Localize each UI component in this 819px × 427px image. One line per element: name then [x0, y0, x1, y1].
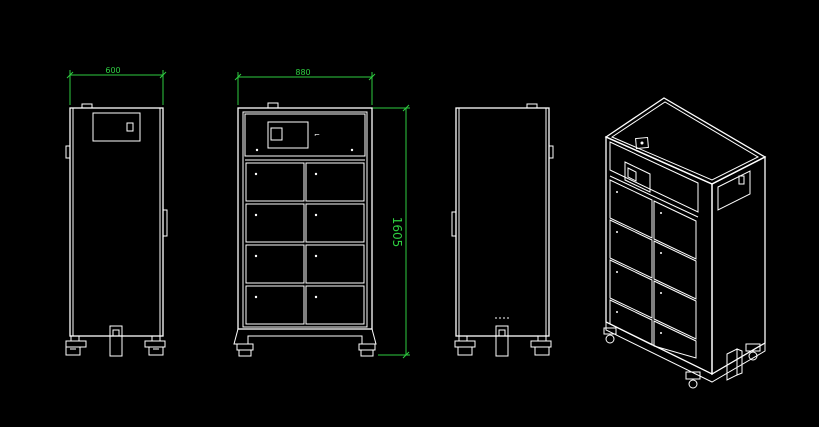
foot-pedal-r: [495, 325, 509, 357]
height-dimension: 1605: [372, 104, 410, 359]
locker-door: [305, 203, 365, 243]
front-control-panel: [244, 113, 366, 157]
height-label: 1605: [390, 217, 404, 248]
iso-top: [604, 97, 767, 185]
front-cabinet-body: [237, 107, 373, 330]
caster-right: [144, 335, 166, 356]
caster-right-r: [530, 335, 552, 356]
control-panel-box: [92, 112, 141, 142]
locker-door: [305, 285, 365, 325]
locker-door: [245, 162, 305, 202]
locker-door: [305, 244, 365, 284]
svg-text:⌐: ⌐: [314, 131, 320, 139]
iso-locker-door: [609, 179, 653, 239]
iso-locker-grid: [609, 179, 697, 359]
iso-locker-door: [609, 259, 653, 319]
side-panel-right: [455, 107, 550, 337]
caster-left-r: [454, 335, 476, 356]
iso-locker-door: [653, 240, 697, 300]
front-caster-right: [358, 343, 376, 357]
iso-locker-door: [653, 200, 697, 260]
side-panel: [69, 107, 164, 337]
isometric-view: [603, 97, 767, 389]
display-screen: [267, 121, 309, 149]
iso-locker-door: [609, 219, 653, 279]
right-side-view: [451, 103, 554, 357]
locker-door: [305, 162, 365, 202]
left-side-view: 600: [65, 66, 168, 357]
front-width-label: 880: [295, 68, 310, 77]
locker-grid: [245, 162, 365, 325]
side-width-label: 600: [105, 66, 120, 75]
front-view: 880 1605 ⌐: [233, 68, 410, 359]
iso-casters: [603, 327, 761, 389]
locker-door: [245, 244, 305, 284]
front-width-dimension: 880: [234, 68, 376, 105]
caster-left: [65, 335, 87, 356]
iso-locker-door: [653, 280, 697, 340]
locker-door: [245, 285, 305, 325]
iso-locker-door: [653, 320, 697, 359]
side-width-dimension: 600: [66, 66, 167, 105]
locker-door: [245, 203, 305, 243]
iso-right: [711, 155, 766, 376]
front-caster-left: [236, 343, 254, 357]
foot-pedal: [109, 325, 123, 357]
iso-locker-door: [609, 299, 653, 346]
